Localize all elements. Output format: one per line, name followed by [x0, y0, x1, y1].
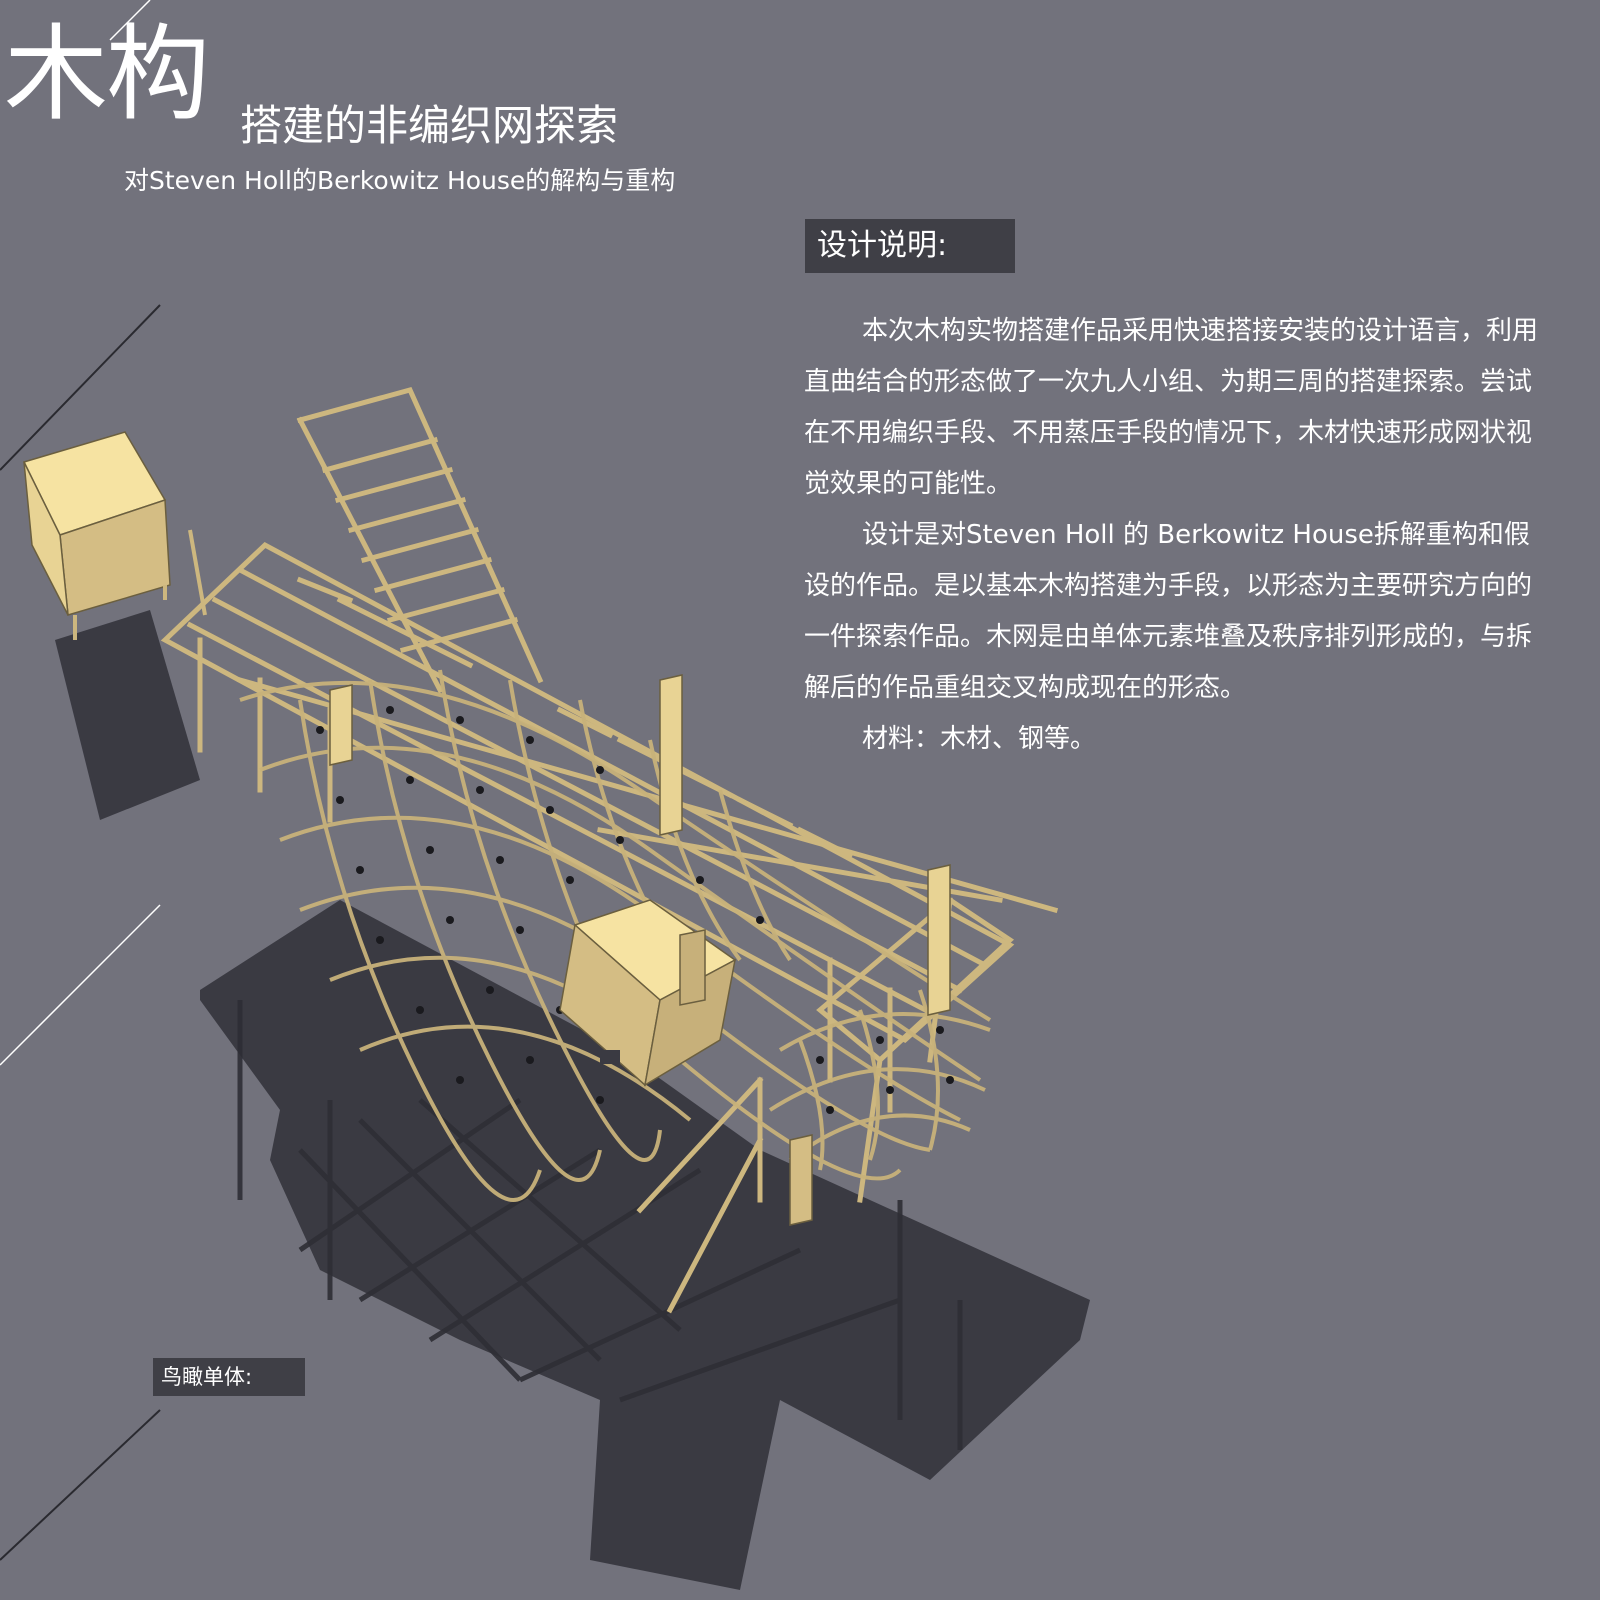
net-joints — [316, 706, 954, 1114]
shadow-lattice — [237, 1000, 963, 1450]
design-description: 本次木构实物搭建作品采用快速搭接安装的设计语言，利用直曲结合的形态做了一次九人小… — [804, 306, 1544, 765]
wood-net — [239, 669, 992, 1202]
description-paragraph: 本次木构实物搭建作品采用快速搭接安装的设计语言，利用直曲结合的形态做了一次九人小… — [804, 316, 1539, 499]
design-notes-label: 设计说明: — [805, 219, 1015, 273]
small-cabin — [22, 431, 207, 640]
vertical-posts — [329, 674, 951, 1226]
page-subtitle: 搭建的非编织网探索 — [240, 101, 619, 150]
structure-shadow — [55, 610, 1090, 1590]
description-paragraph: 设计是对Steven Holl 的 Berkowitz House拆解重构和假设… — [804, 520, 1533, 703]
page-title: 木构 — [4, 13, 210, 135]
description-paragraph: 材料：木材、钢等。 — [862, 724, 1097, 754]
bird-view-label: 鸟瞰单体: — [153, 1358, 305, 1396]
project-caption: 对Steven Holl的Berkowitz House的解构与重构 — [124, 166, 676, 195]
